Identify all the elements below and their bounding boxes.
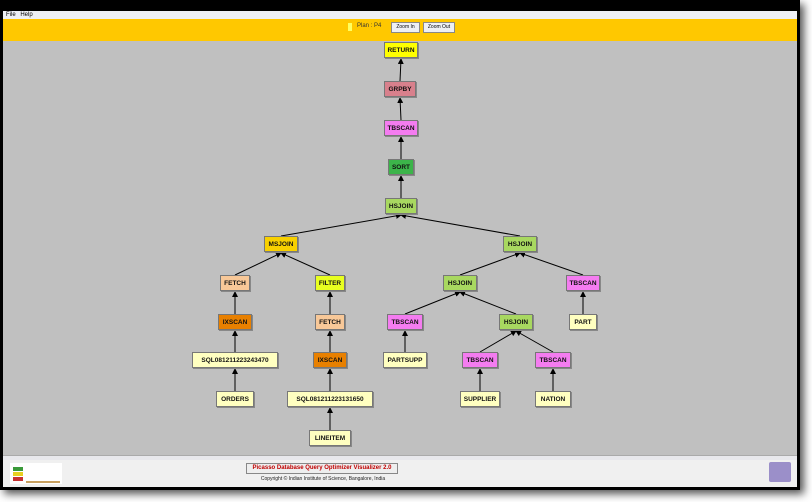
plan-edge [519,251,584,276]
plan-node-part[interactable]: PART [569,314,597,330]
plan-node-tbscan[interactable]: TBSCAN [566,275,600,291]
plan-node-sql081211223131650[interactable]: SQL081211223131650 [287,391,373,407]
zoom-out-button[interactable]: Zoom Out [423,22,455,33]
menu-bar: File Help [3,11,797,19]
plan-node-hsjoin[interactable]: HSJOIN [499,314,533,330]
plan-color-swatch [348,23,352,31]
plan-node-nation[interactable]: NATION [535,391,571,407]
plan-node-tbscan[interactable]: TBSCAN [387,314,423,330]
plan-node-sql081211223243470[interactable]: SQL081211223243470 [192,352,278,368]
plan-node-ixscan[interactable]: IXSCAN [313,352,347,368]
plan-edge [234,252,282,276]
plan-node-return[interactable]: RETURN [384,42,418,58]
plan-node-fetch[interactable]: FETCH [315,314,345,330]
app-window: File Help Plan : P4 Zoom In Zoom Out RET… [0,0,800,490]
plan-label: Plan : P4 [357,23,382,29]
iisc-logo [769,462,791,482]
plan-node-hsjoin[interactable]: HSJOIN [443,275,477,291]
plan-edges [232,58,586,430]
plan-edge [397,58,404,82]
menu-help[interactable]: Help [20,12,33,18]
plan-node-tbscan[interactable]: TBSCAN [535,352,571,368]
plan-node-hsjoin[interactable]: HSJOIN [385,198,417,214]
plan-edge [515,330,554,353]
plan-edge [479,330,517,353]
dsl-logo [10,463,62,484]
plan-node-sort[interactable]: SORT [388,159,414,175]
plan-node-orders[interactable]: ORDERS [216,391,254,407]
plan-node-msjoin[interactable]: MSJOIN [264,236,298,252]
plan-edge [459,251,521,276]
plan-edge [459,291,517,315]
about-button[interactable]: Picasso Database Query Optimizer Visuali… [246,463,398,474]
plan-node-fetch[interactable]: FETCH [220,275,250,291]
toolbar: Plan : P4 Zoom In Zoom Out [3,19,797,42]
plan-node-partsupp[interactable]: PARTSUPP [383,352,427,368]
plan-node-tbscan[interactable]: TBSCAN [462,352,498,368]
menu-file[interactable]: File [6,12,16,18]
plan-node-supplier[interactable]: SUPPLIER [460,391,500,407]
plan-node-hsjoin[interactable]: HSJOIN [503,236,537,252]
zoom-in-button[interactable]: Zoom In [391,22,420,33]
plan-edge [397,97,404,121]
horizontal-scrollbar[interactable] [3,455,797,461]
footer: Picasso Database Query Optimizer Visuali… [3,460,797,487]
plan-node-lineitem[interactable]: LINEITEM [309,430,351,446]
plan-edge [280,212,402,237]
plan-edge [400,212,521,237]
copyright-text: Copyright © Indian Institute of Science,… [260,476,386,482]
plan-node-ixscan[interactable]: IXSCAN [218,314,252,330]
plan-tree-canvas: RETURN GRPBY TBSCAN SORT HSJOIN MSJOIN HSJOIN F… [3,41,797,455]
plan-node-grpby[interactable]: GRPBY [384,81,416,97]
plan-node-tbscan[interactable]: TBSCAN [384,120,418,136]
plan-edge [404,291,461,315]
plan-edge [280,252,331,276]
plan-node-filter[interactable]: FILTER [315,275,345,291]
